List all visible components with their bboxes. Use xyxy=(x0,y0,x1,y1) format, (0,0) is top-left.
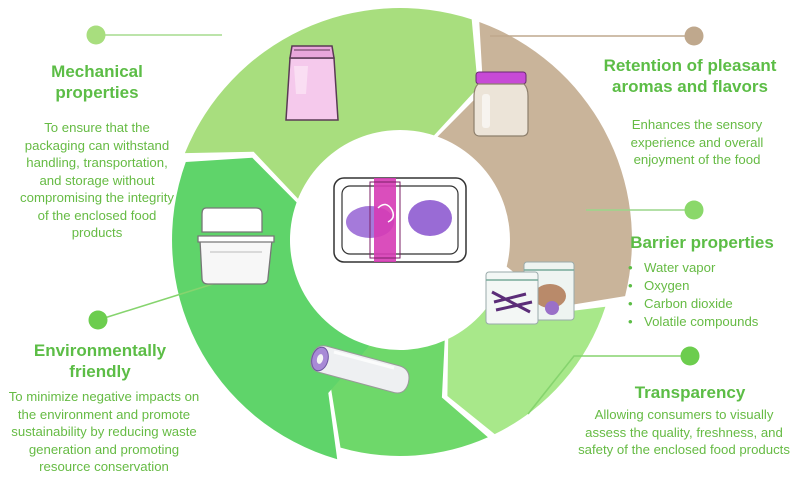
environmentally-friendly-title: Environmentally friendly xyxy=(33,341,167,381)
barrier-item: Water vapor xyxy=(626,259,796,277)
barrier-item: Oxygen xyxy=(626,277,796,295)
connector-barrier xyxy=(586,200,704,220)
transparency-title: Transparency xyxy=(634,383,746,402)
aroma-retention-title: Retention of pleasant aromas and flavors xyxy=(603,56,777,96)
segment-environmentally-friendly xyxy=(172,157,370,460)
aroma-retention-description: Enhances the sensory experience and over… xyxy=(630,117,764,167)
paper-bag-icon xyxy=(285,45,339,121)
transparency-description: Allowing consumers to visually assess th… xyxy=(578,407,790,457)
connector-transparency xyxy=(527,346,700,415)
connector-environment xyxy=(88,277,233,330)
mechanical-properties-description: To ensure that the packaging can withsta… xyxy=(20,120,174,240)
barrier-item: Carbon dioxide xyxy=(626,295,796,313)
barrier-properties-title: Barrier properties xyxy=(630,233,774,252)
barrier-item: Volatile compounds xyxy=(626,313,796,331)
glass-jar-icon xyxy=(473,71,529,137)
zip-bags-icon xyxy=(485,261,575,325)
packaged-food-tray-icon xyxy=(333,177,467,263)
connector-aroma xyxy=(490,26,704,46)
connector-mechanical xyxy=(86,25,222,45)
mechanical-properties-title: Mechanical properties xyxy=(51,62,143,102)
film-roll-icon xyxy=(310,345,410,394)
barrier-properties-list: Water vapor Oxygen Carbon dioxide Volati… xyxy=(626,259,796,331)
environmentally-friendly-description: To minimize negative impacts on the envi… xyxy=(8,389,200,474)
foam-container-icon xyxy=(197,207,275,285)
